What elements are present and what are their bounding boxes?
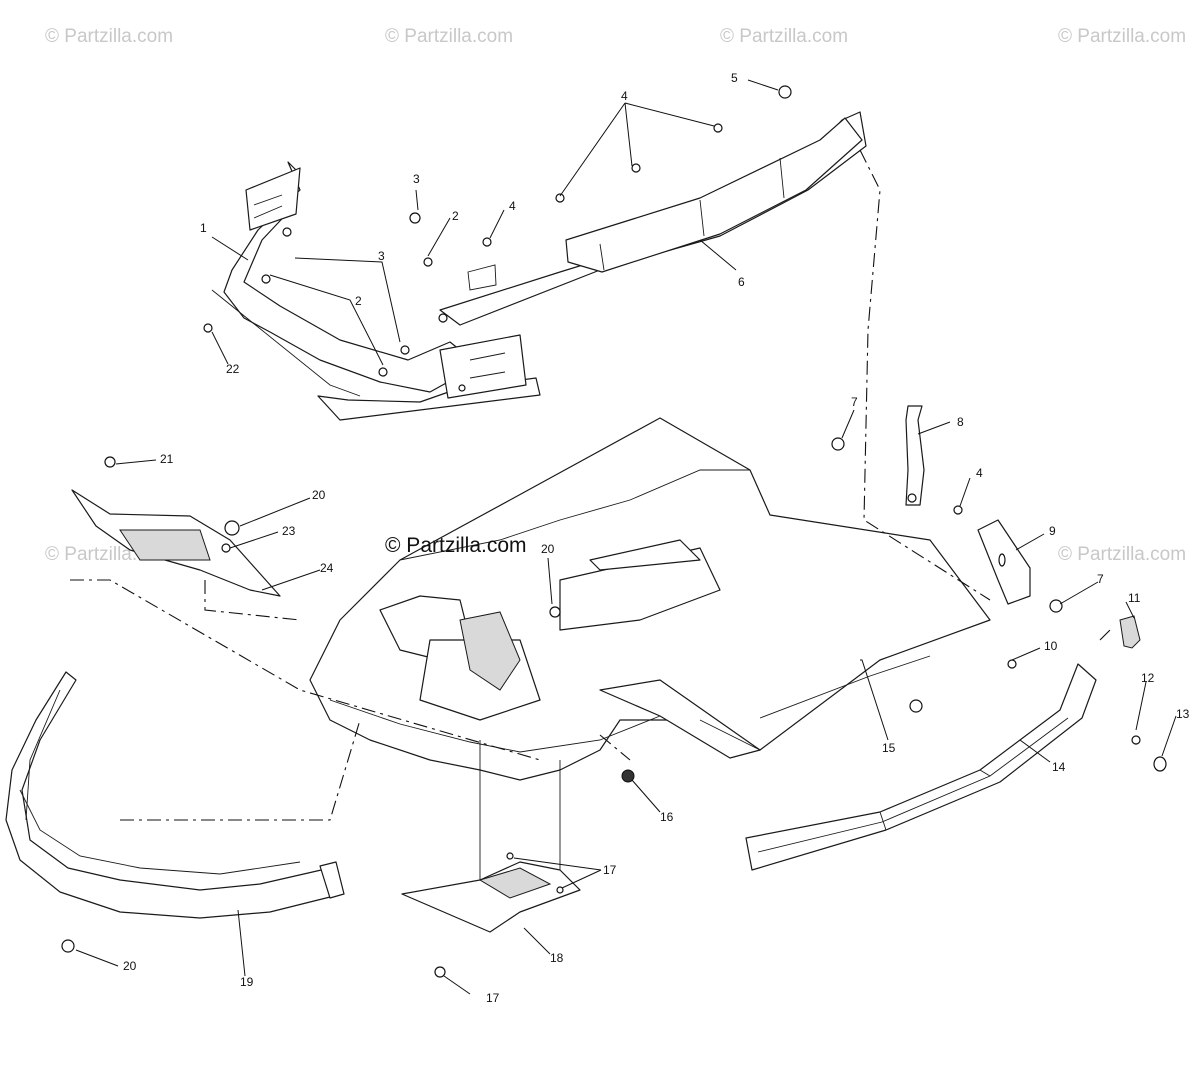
callout-9: 9	[1049, 524, 1056, 538]
callout-15: 15	[882, 741, 896, 755]
callout-20-center: 20	[541, 542, 555, 556]
part-11-clip	[1119, 615, 1141, 649]
callouts: 1 2 2 3 3 4 4 4 5 6 7 7 8 9 10 11 12 13 …	[123, 71, 1190, 1005]
callout-19: 19	[240, 975, 254, 989]
callout-5: 5	[731, 71, 738, 85]
callout-18: 18	[550, 951, 564, 965]
main-hood	[309, 417, 991, 781]
part-6-upper-rail	[438, 111, 867, 326]
callout-20-left: 20	[312, 488, 326, 502]
part-24-side-plate	[71, 489, 281, 597]
part-19-fascia	[5, 671, 345, 919]
watermark-top-2: © Partzilla.com	[385, 26, 513, 47]
callout-10: 10	[1044, 639, 1058, 653]
callout-17-bottom: 17	[486, 991, 500, 1005]
callout-23: 23	[282, 524, 296, 538]
callout-7-right: 7	[1097, 572, 1104, 586]
callout-21: 21	[160, 452, 174, 466]
callout-16: 16	[660, 810, 674, 824]
watermark-top-1: © Partzilla.com	[45, 26, 173, 47]
hardware	[61, 85, 1167, 978]
leader-lines	[75, 79, 1177, 995]
callout-14: 14	[1052, 760, 1066, 774]
callout-20-bottom: 20	[123, 959, 137, 973]
part-18-skid-plate	[401, 740, 581, 933]
callout-7-top: 7	[851, 395, 858, 409]
watermark-center: © Partzilla.com	[385, 534, 527, 557]
callout-2-mid: 2	[355, 294, 362, 308]
watermark-top-4: © Partzilla.com	[1058, 26, 1186, 47]
callout-22: 22	[226, 362, 240, 376]
assembly-lines	[70, 149, 1111, 821]
part-9-bracket	[977, 519, 1031, 605]
callout-1: 1	[200, 221, 207, 235]
callout-12: 12	[1141, 671, 1155, 685]
nut-5	[778, 85, 792, 99]
callout-4-top: 4	[621, 89, 628, 103]
callout-17-top: 17	[603, 863, 617, 877]
callout-24: 24	[320, 561, 334, 575]
callout-8: 8	[957, 415, 964, 429]
watermark-mid-4: © Partzilla.com	[1058, 544, 1186, 565]
callout-11: 11	[1128, 591, 1141, 605]
callout-3-top: 3	[413, 172, 420, 186]
watermark-top-3: © Partzilla.com	[720, 26, 848, 47]
part-8-strut	[905, 405, 925, 506]
callout-6: 6	[738, 275, 745, 289]
callout-13: 13	[1176, 707, 1190, 721]
callout-2-top: 2	[452, 209, 459, 223]
part-1-bracket	[211, 161, 541, 421]
callout-3-mid: 3	[378, 249, 385, 263]
callout-4-mid: 4	[509, 199, 516, 213]
callout-4-right: 4	[976, 466, 983, 480]
